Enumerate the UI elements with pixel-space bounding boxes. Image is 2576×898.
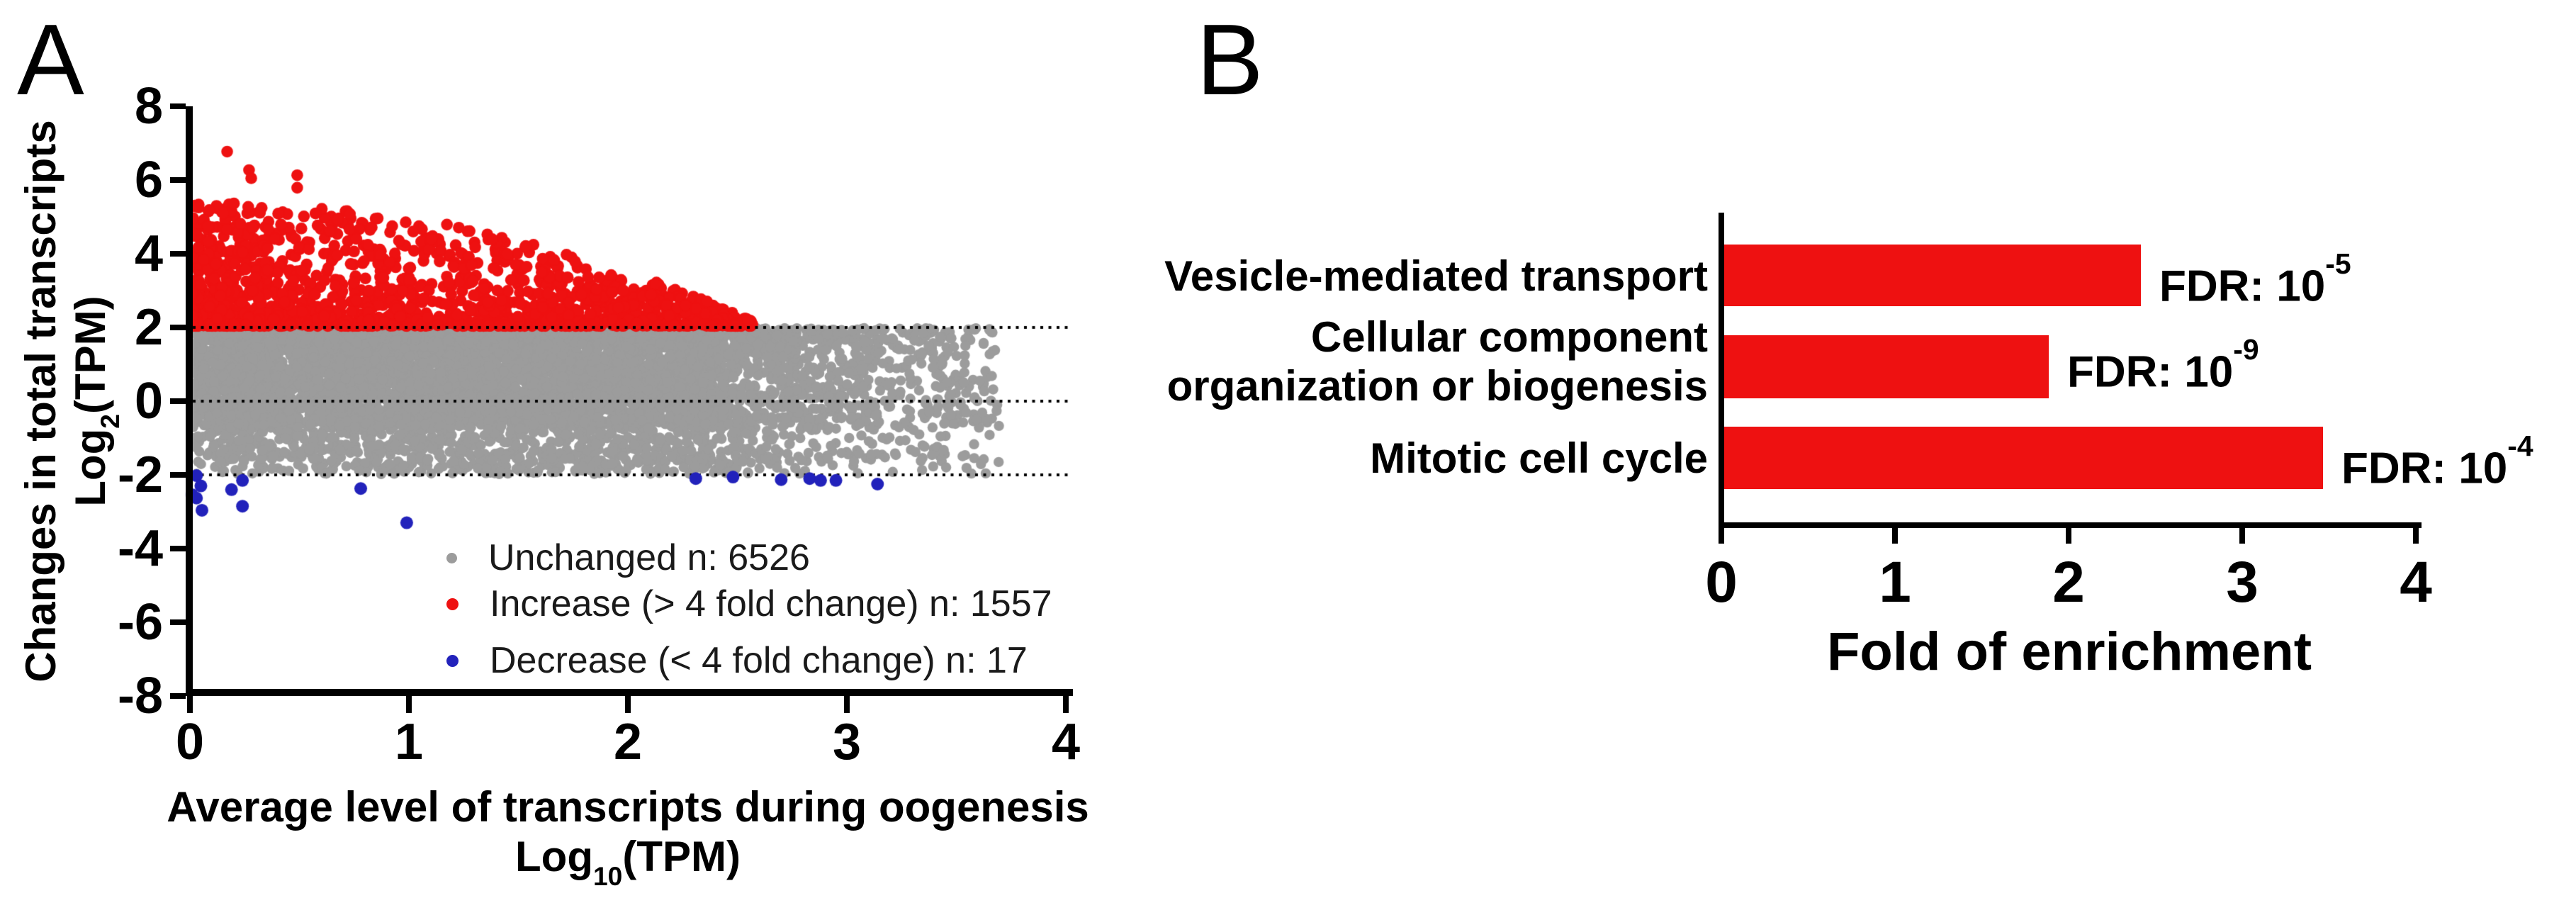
a-y-tick xyxy=(170,546,186,551)
legend-item-decrease: Decrease (< 4 fold change) n: 17 xyxy=(446,638,1028,683)
a-y-tick-label: -8 xyxy=(117,668,163,724)
a-y-axis-line xyxy=(186,106,193,696)
b-fdr-label: FDR: 10-5 xyxy=(2159,247,2351,311)
a-y-tick xyxy=(170,619,186,625)
a-x-tick xyxy=(187,696,193,713)
legend-dot-decrease-icon xyxy=(446,654,459,667)
a-y-axis-title-line2: Log2(TPM) xyxy=(67,296,125,507)
b-x-tick xyxy=(2066,528,2071,544)
legend-label-increase: Increase (> 4 fold change) n: 1557 xyxy=(490,583,1052,624)
b-x-tick xyxy=(2413,528,2419,544)
a-y-axis-title: Changes in total transcripts Log2(TPM) xyxy=(16,47,125,756)
a-x-tick xyxy=(406,696,412,713)
b-x-tick-label: 2 xyxy=(2052,550,2085,614)
a-y-tick xyxy=(170,398,186,404)
a-y-tick xyxy=(170,177,186,183)
panel-a: A 8 6 4 2 0 -2 -4 -6 -8 0 1 2 3 4 Changes in total t… xyxy=(0,0,1148,898)
b-fdr-label: FDR: 10-9 xyxy=(2067,332,2259,397)
a-x-axis-line xyxy=(186,689,1073,696)
b-x-tick-label: 3 xyxy=(2226,550,2259,614)
a-y-tick-label: 6 xyxy=(134,152,163,208)
a-y-tick-label: 4 xyxy=(134,225,163,282)
b-bar xyxy=(1724,245,2141,306)
a-x-axis-title-line1: Average level of transcripts during ooge… xyxy=(167,783,1089,831)
a-y-tick-label: 8 xyxy=(134,78,163,135)
b-x-tick-label: 1 xyxy=(1879,550,1911,614)
a-x-tick-label: 0 xyxy=(175,714,205,770)
b-x-axis-line xyxy=(1719,522,2422,528)
a-y-axis-title-line1: Changes in total transcripts xyxy=(17,120,64,683)
a-x-tick xyxy=(844,696,850,713)
panel-a-label: A xyxy=(17,4,84,116)
legend-dot-unchanged-icon xyxy=(446,552,457,563)
a-x-axis-title: Average level of transcripts during ooge… xyxy=(132,782,1124,896)
a-x-axis-title-line2: Log10(TPM) xyxy=(515,833,741,891)
a-y-tick xyxy=(170,693,186,699)
legend-item-increase: Increase (> 4 fold change) n: 1557 xyxy=(446,581,1052,627)
b-x-tick-label: 4 xyxy=(2400,550,2432,614)
legend-label-decrease: Decrease (< 4 fold change) n: 17 xyxy=(490,640,1028,681)
a-y-tick-label: -2 xyxy=(117,447,163,503)
legend-label-unchanged: Unchanged n: 6526 xyxy=(488,537,810,578)
a-x-tick xyxy=(1063,696,1069,713)
b-x-axis-title: Fold of enrichment xyxy=(1827,622,2312,682)
b-category-label: Vesicle-mediated transport xyxy=(1164,252,1708,300)
a-x-tick-label: 3 xyxy=(832,714,862,770)
a-y-tick-label: 0 xyxy=(134,373,163,430)
a-y-tick xyxy=(170,472,186,478)
b-bar xyxy=(1724,427,2323,489)
a-y-tick xyxy=(170,251,186,257)
b-x-tick xyxy=(1892,528,1898,544)
b-x-tick xyxy=(2239,528,2245,544)
b-x-tick-label: 0 xyxy=(1705,550,1738,614)
a-y-tick-label: 2 xyxy=(134,299,163,356)
a-y-tick xyxy=(170,325,186,330)
a-x-tick-label: 1 xyxy=(394,714,424,770)
a-y-tick xyxy=(170,103,186,109)
b-x-tick xyxy=(1719,528,1724,544)
legend-dot-increase-icon xyxy=(446,597,459,610)
a-y-tick-label: -4 xyxy=(117,520,163,577)
b-category-label: Mitotic cell cycle xyxy=(1370,434,1708,482)
b-y-axis-line xyxy=(1719,213,1724,528)
a-x-tick-label: 2 xyxy=(613,714,643,770)
a-x-tick-label: 4 xyxy=(1051,714,1081,770)
b-bar xyxy=(1724,335,2049,398)
legend-item-unchanged: Unchanged n: 6526 xyxy=(446,535,810,580)
a-x-tick xyxy=(625,696,631,713)
b-fdr-label: FDR: 10-4 xyxy=(2341,429,2533,493)
panel-b: B xyxy=(1148,0,2576,898)
a-y-tick-label: -6 xyxy=(117,594,163,651)
panel-b-label: B xyxy=(1196,4,1264,116)
